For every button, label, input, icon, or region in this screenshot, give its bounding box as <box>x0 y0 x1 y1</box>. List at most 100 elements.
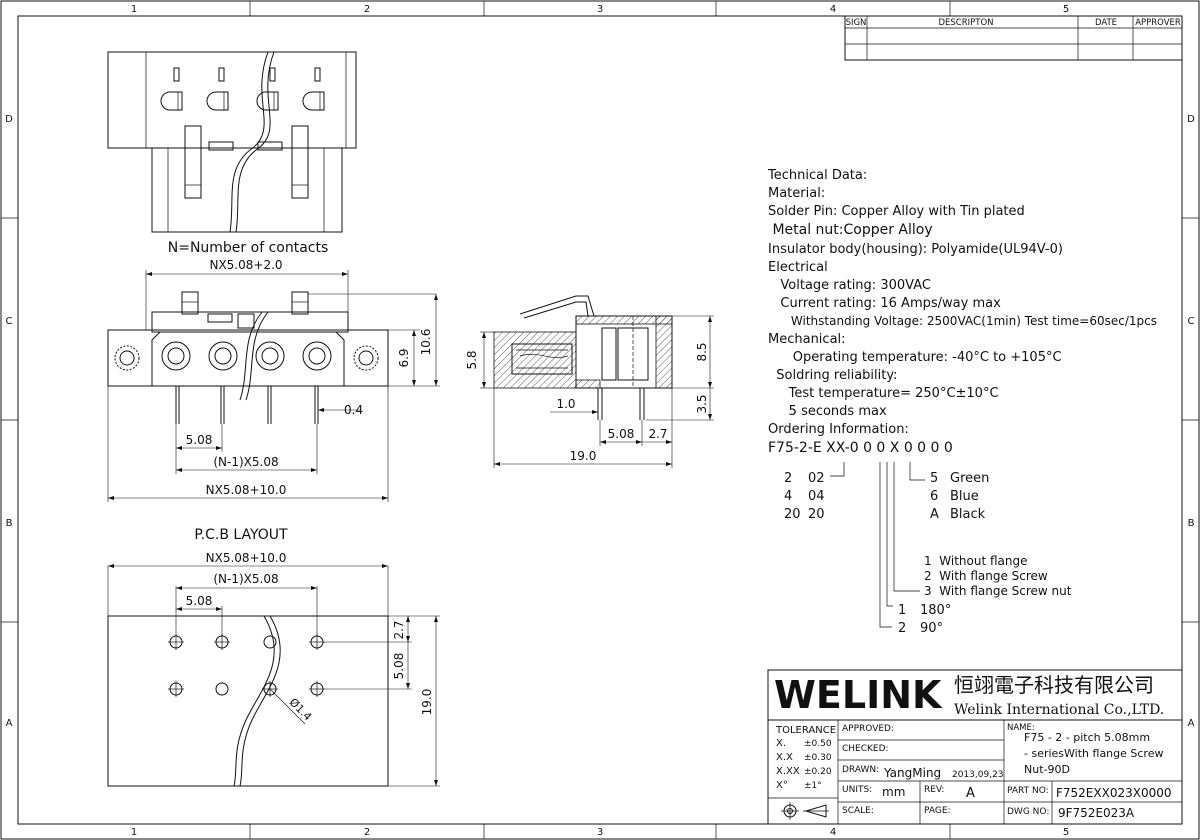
tolerance-key: X.XX <box>776 766 800 777</box>
drawn-date: 2013,09,23 <box>952 770 1004 780</box>
tech-line: Current rating: 16 Amps/way max <box>768 296 1001 311</box>
tolerance-key: X° <box>776 780 788 791</box>
tech-line: Solder Pin: Copper Alloy with Tin plated <box>768 204 1025 219</box>
tech-line: Material: <box>768 186 825 201</box>
front-view <box>107 270 440 502</box>
color-name: Green <box>950 471 989 486</box>
contacts-code: 02 <box>808 471 825 486</box>
dim-total: NX5.08+10.0 <box>206 483 287 497</box>
side-view <box>480 295 714 468</box>
zone-row-b-right: B <box>1188 518 1195 529</box>
pcb-dim-total: NX5.08+10.0 <box>206 551 287 565</box>
tech-line: Test temperature= 250°C±10°C <box>768 386 999 401</box>
name-line: Nut-90D <box>1024 763 1070 776</box>
angle-value: 180° <box>920 603 951 618</box>
zone-col-4: 4 <box>830 4 836 15</box>
tech-line: 5 seconds max <box>768 404 887 419</box>
top-view <box>107 51 357 233</box>
zone-labels: 1 2 3 4 5 1 2 3 4 5 D C B A D C B A <box>5 4 1195 838</box>
dim-pitch: 5.08 <box>186 433 213 447</box>
part-code: F75-2-E XX-0 0 0 X 0 0 0 0 <box>768 440 953 456</box>
zone-row-c: C <box>6 316 13 327</box>
technical-data: Technical Data: Material: Solder Pin: Co… <box>767 168 1157 456</box>
tech-line: Mechanical: <box>768 332 846 347</box>
zone-col-4-bottom: 4 <box>830 827 836 838</box>
side-dim-2-7: 2.7 <box>648 427 667 441</box>
pcb-layout-title: P.C.B LAYOUT <box>194 527 288 543</box>
color-code: A <box>930 507 939 522</box>
zone-col-5-bottom: 5 <box>1063 827 1069 838</box>
zone-row-a: A <box>6 718 13 729</box>
pcb-dim-2-7: 2.7 <box>392 620 406 639</box>
tolerance-label: TOLERANCE <box>775 725 836 736</box>
units-label: UNITS: <box>842 785 872 795</box>
dim-10-6: 10.6 <box>419 329 433 356</box>
company-logo: WELINK <box>774 673 943 717</box>
rev-label: REV: <box>924 785 944 795</box>
color-name: Blue <box>950 489 979 504</box>
page-label: PAGE: <box>924 806 951 816</box>
tolerance-value: ±0.50 <box>804 739 832 749</box>
name-line: - seriesWith flange Screw <box>1024 747 1163 760</box>
zone-col-2: 2 <box>364 4 370 15</box>
contacts-n: 4 <box>784 489 792 504</box>
zone-col-1-bottom: 1 <box>131 827 137 838</box>
side-dim-5-8: 5.8 <box>465 350 479 369</box>
tolerance-key: X.X <box>776 752 793 763</box>
drawn-label: DRAWN: <box>842 765 879 775</box>
contacts-n: 20 <box>784 507 801 522</box>
pcb-dim-span: (N-1)X5.08 <box>213 572 278 586</box>
dim-span: (N-1)X5.08 <box>213 455 278 469</box>
contacts-note: N=Number of contacts <box>168 240 329 256</box>
dim-0-4: 0.4 <box>344 403 363 417</box>
side-dim-1-0: 1.0 <box>556 397 575 411</box>
tolerance-value: ±0.30 <box>804 753 832 763</box>
angle-code: 1 <box>898 603 906 618</box>
rev-description-header: DESCRIPTON <box>938 18 993 28</box>
tech-line: Soldring reliability: <box>768 368 897 383</box>
zone-col-3: 3 <box>597 4 603 15</box>
tech-line: Voltage rating: 300VAC <box>768 278 931 293</box>
zone-row-d: D <box>5 114 13 125</box>
color-code: 5 <box>930 471 938 486</box>
zone-col-2-bottom: 2 <box>364 827 370 838</box>
zone-row-b: B <box>6 518 13 529</box>
part-no-value: F752EXX023X0000 <box>1056 786 1172 800</box>
dim-6-9: 6.9 <box>397 348 411 367</box>
company-name-cn: 恒翊電子科技有限公司 <box>954 673 1154 697</box>
side-dim-3-5: 3.5 <box>695 394 709 413</box>
title-block: WELINK 恒翊電子科技有限公司 Welink International C… <box>767 669 1183 825</box>
zone-row-a-right: A <box>1188 718 1195 729</box>
tech-line: Electrical <box>768 260 828 275</box>
contacts-n: 2 <box>784 471 792 486</box>
pcb-dim-5-08: 5.08 <box>392 653 406 680</box>
tech-line: Metal nut:Copper Alloy <box>768 222 933 238</box>
side-dim-19: 19.0 <box>570 449 597 463</box>
zone-row-d-right: D <box>1187 114 1195 125</box>
tolerance-key: X. <box>776 738 786 749</box>
tech-line: Insulator body(housing): Polyamide(UL94V… <box>768 242 1063 257</box>
zone-col-5: 5 <box>1063 4 1069 15</box>
contacts-code: 20 <box>808 507 825 522</box>
color-name: Black <box>950 507 986 522</box>
drawn-by: YangMing <box>883 766 941 780</box>
part-no-label: PART NO: <box>1007 786 1049 796</box>
ordering-breakdown: 2 02 4 04 20 20 5 Green 6 Blue A Black 1… <box>784 462 1072 636</box>
zone-col-1: 1 <box>131 4 137 15</box>
revision-table: SIGN DESCRIPTON DATE APPROVER <box>844 15 1183 61</box>
projection-symbol-icon <box>781 802 829 820</box>
tolerance-value: ±1° <box>804 781 822 791</box>
tech-line: Technical Data: <box>767 168 867 183</box>
approved-label: APPROVED: <box>842 724 894 734</box>
color-code: 6 <box>930 489 938 504</box>
company-name-en: Welink International Co.,LTD. <box>954 702 1164 718</box>
side-dim-5-08: 5.08 <box>608 427 635 441</box>
pcb-dim-pitch: 5.08 <box>186 594 213 608</box>
pcb-dim-19: 19.0 <box>420 689 434 716</box>
rev-date-header: DATE <box>1095 18 1117 28</box>
dwg-no-label: DWG NO: <box>1007 807 1049 817</box>
flange-option: 2 With flange Screw <box>924 569 1048 583</box>
tech-line: Withstanding Voltage: 2500VAC(1min) Test… <box>768 314 1157 328</box>
flange-option: 3 With flange Screw nut <box>924 584 1072 598</box>
